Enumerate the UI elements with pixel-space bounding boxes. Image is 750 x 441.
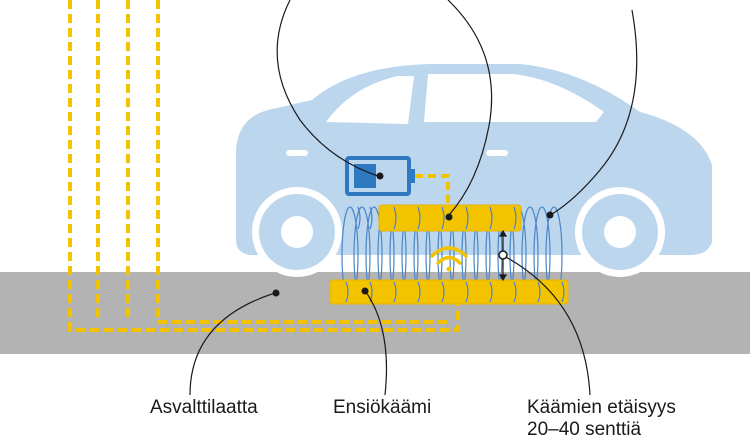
leader-primary-coil	[365, 291, 388, 396]
label-coil-distance-line2: 20–40 senttiä	[527, 419, 642, 440]
label-primary-coil: Ensiökäämi	[333, 397, 432, 418]
primary-coil	[329, 279, 569, 305]
leader-distance	[503, 255, 591, 396]
dot-secondary-coil	[445, 213, 453, 221]
dot-distance	[498, 250, 508, 260]
front-hub	[604, 216, 636, 248]
wireless-signal-icon	[430, 246, 468, 272]
supply-wire-4	[156, 0, 448, 324]
supply-wiring	[68, 0, 460, 332]
leader-asphalt	[189, 292, 276, 396]
leader-windings	[551, 9, 638, 215]
front-window	[424, 74, 604, 122]
coil-windings-front	[345, 206, 565, 303]
door-handle-front	[486, 150, 508, 156]
door-handle-rear	[286, 150, 308, 156]
leader-battery	[276, 0, 379, 177]
supply-wire-outer	[68, 0, 460, 332]
label-asphalt-slab: Asvalttilaatta	[150, 397, 258, 418]
dot-windings	[546, 211, 554, 219]
leader-secondary-coil	[447, 0, 493, 216]
battery-wire	[415, 174, 450, 205]
leader-lines	[189, 0, 638, 396]
dot-primary-coil	[361, 287, 369, 295]
car-silhouette	[236, 64, 712, 277]
label-coil-distance: Käämien etäisyys 20–40 senttiä	[527, 397, 676, 441]
dot-asphalt	[272, 289, 280, 297]
leader-dots	[272, 172, 554, 297]
label-coil-distance-line1: Käämien etäisyys	[527, 397, 676, 418]
rear-hub	[281, 216, 313, 248]
rear-window	[326, 76, 414, 124]
dot-battery	[376, 172, 384, 180]
